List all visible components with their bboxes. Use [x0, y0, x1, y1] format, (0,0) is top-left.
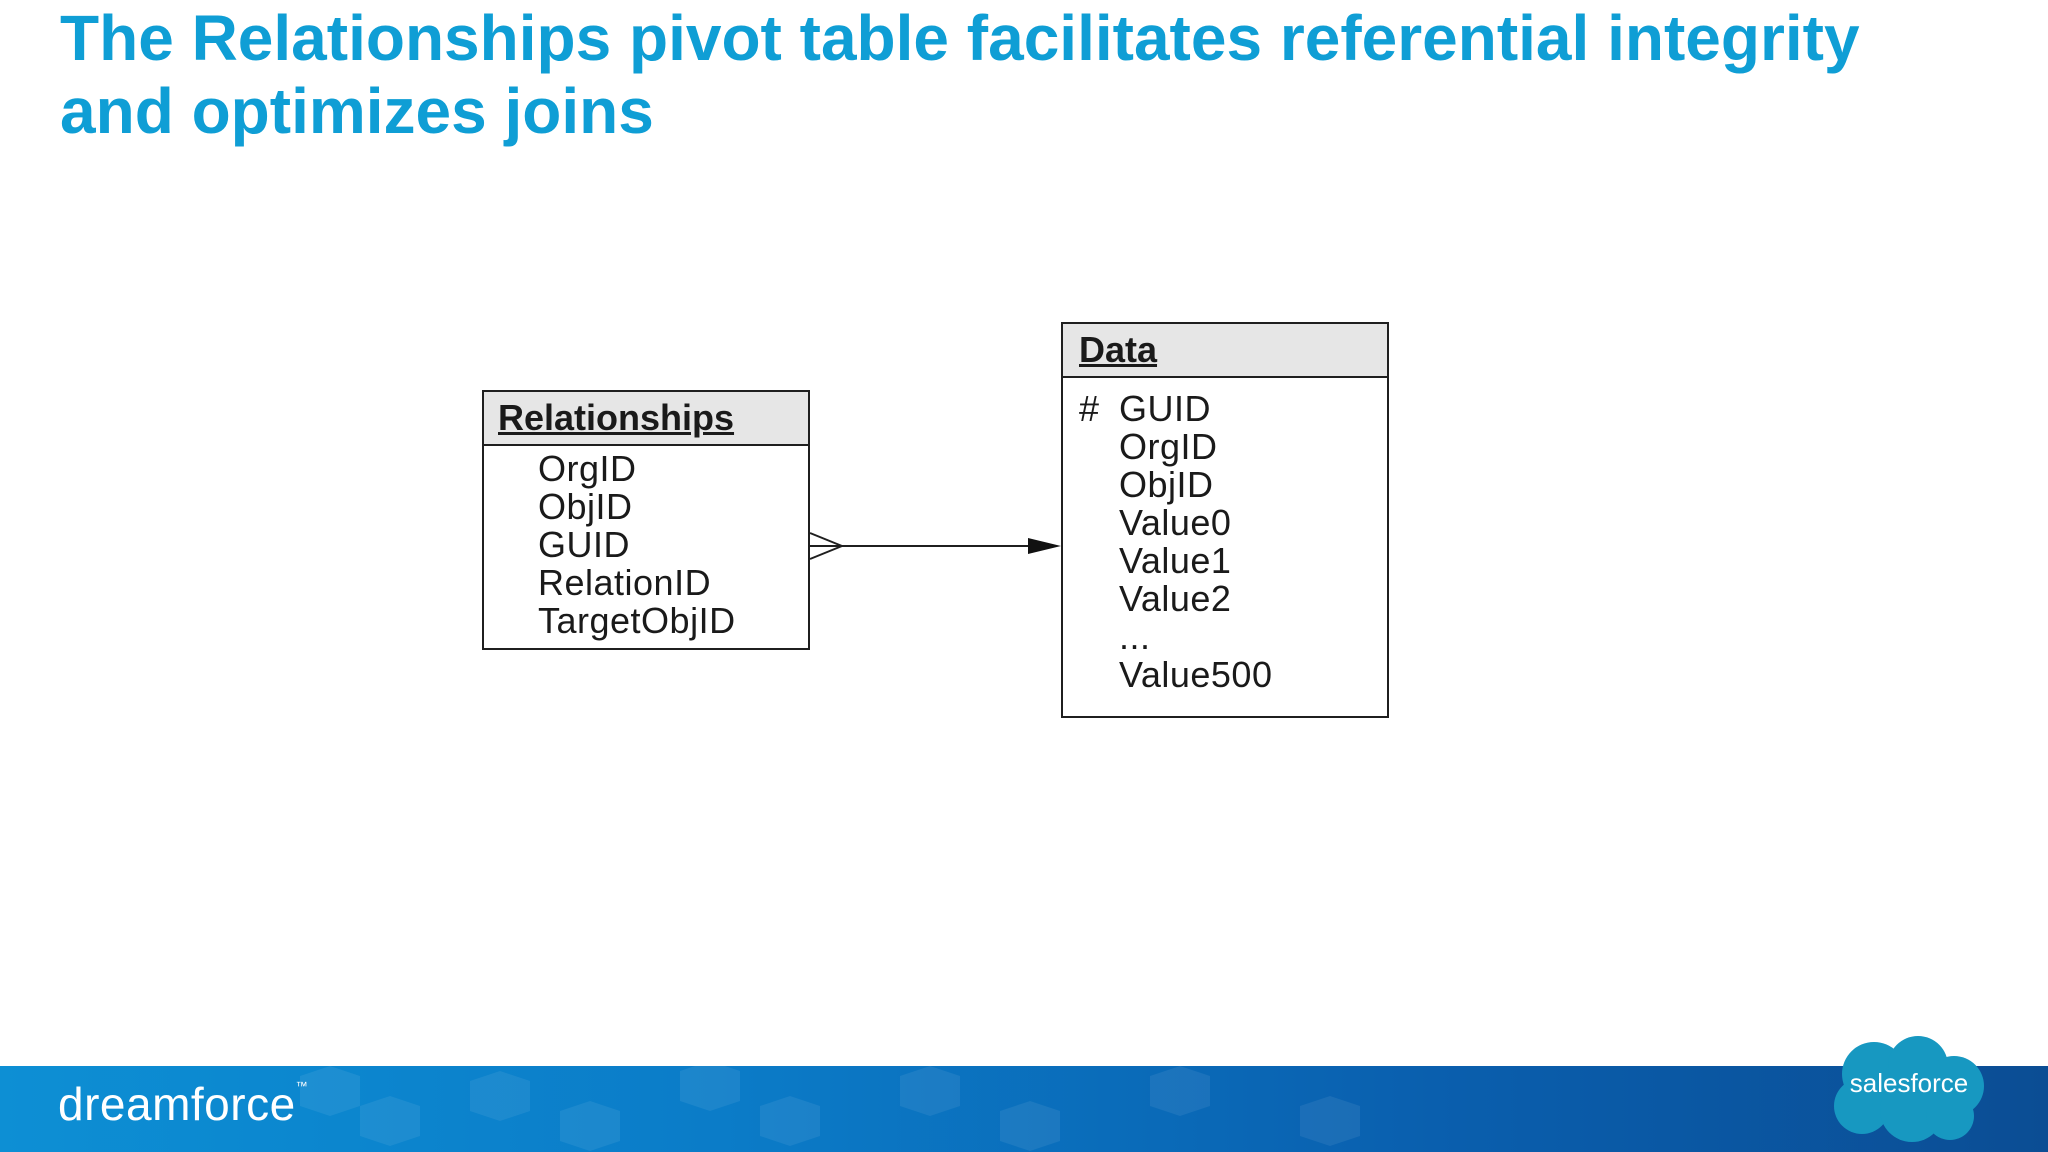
slide-title: The Relationships pivot table facilitate… [60, 2, 1860, 147]
salesforce-logo-text: salesforce [1849, 1068, 1969, 1098]
trademark-mark: ™ [295, 1079, 309, 1093]
arrowhead-one-end [1028, 538, 1061, 554]
field-name: Value2 [1119, 578, 1232, 619]
primary-key-marker: # [1079, 388, 1100, 429]
entity-field-list: OrgID ObjID GUID RelationID TargetObjID [484, 446, 808, 640]
field-name: GUID [538, 524, 630, 565]
hexagon-pattern [300, 1066, 1360, 1151]
entity-field: # GUID [1079, 390, 1387, 428]
field-name: ObjID [538, 486, 633, 527]
dreamforce-logo: dreamforce™ [58, 1076, 308, 1132]
entity-field-list: # GUID OrgID ObjID Value0 Value1 Value2 .… [1063, 378, 1387, 694]
field-name: GUID [1119, 388, 1211, 429]
field-name: Value500 [1119, 654, 1273, 695]
entity-field: TargetObjID [538, 602, 808, 640]
entity-name: Relationships [484, 392, 808, 446]
salesforce-cloud-icon [1834, 1036, 1984, 1142]
entity-field: ObjID [538, 488, 808, 526]
field-name: RelationID [538, 562, 712, 603]
entity-field: ... [1079, 618, 1387, 656]
entity-field: Value0 [1079, 504, 1387, 542]
entity-field: Value1 [1079, 542, 1387, 580]
crows-foot-many-end [809, 532, 843, 560]
entity-field: Value2 [1079, 580, 1387, 618]
entity-field: OrgID [1079, 428, 1387, 466]
relationships-entity: Relationships OrgID ObjID GUID RelationI… [482, 390, 810, 650]
entity-name: Data [1063, 324, 1387, 378]
field-name: Value1 [1119, 540, 1232, 581]
entity-field: Value500 [1079, 656, 1387, 694]
field-name: ... [1119, 616, 1151, 657]
entity-field: ObjID [1079, 466, 1387, 504]
data-entity: Data # GUID OrgID ObjID Value0 Value1 Val… [1061, 322, 1389, 718]
field-name: ObjID [1119, 464, 1214, 505]
entity-field: RelationID [538, 564, 808, 602]
field-name: TargetObjID [538, 600, 736, 641]
field-name: OrgID [1119, 426, 1218, 467]
field-name: OrgID [538, 448, 637, 489]
entity-field: GUID [538, 526, 808, 564]
dreamforce-logo-text: dreamforce [58, 1078, 296, 1130]
entity-field: OrgID [538, 450, 808, 488]
field-name: Value0 [1119, 502, 1232, 543]
footer-banner [0, 1066, 2048, 1152]
